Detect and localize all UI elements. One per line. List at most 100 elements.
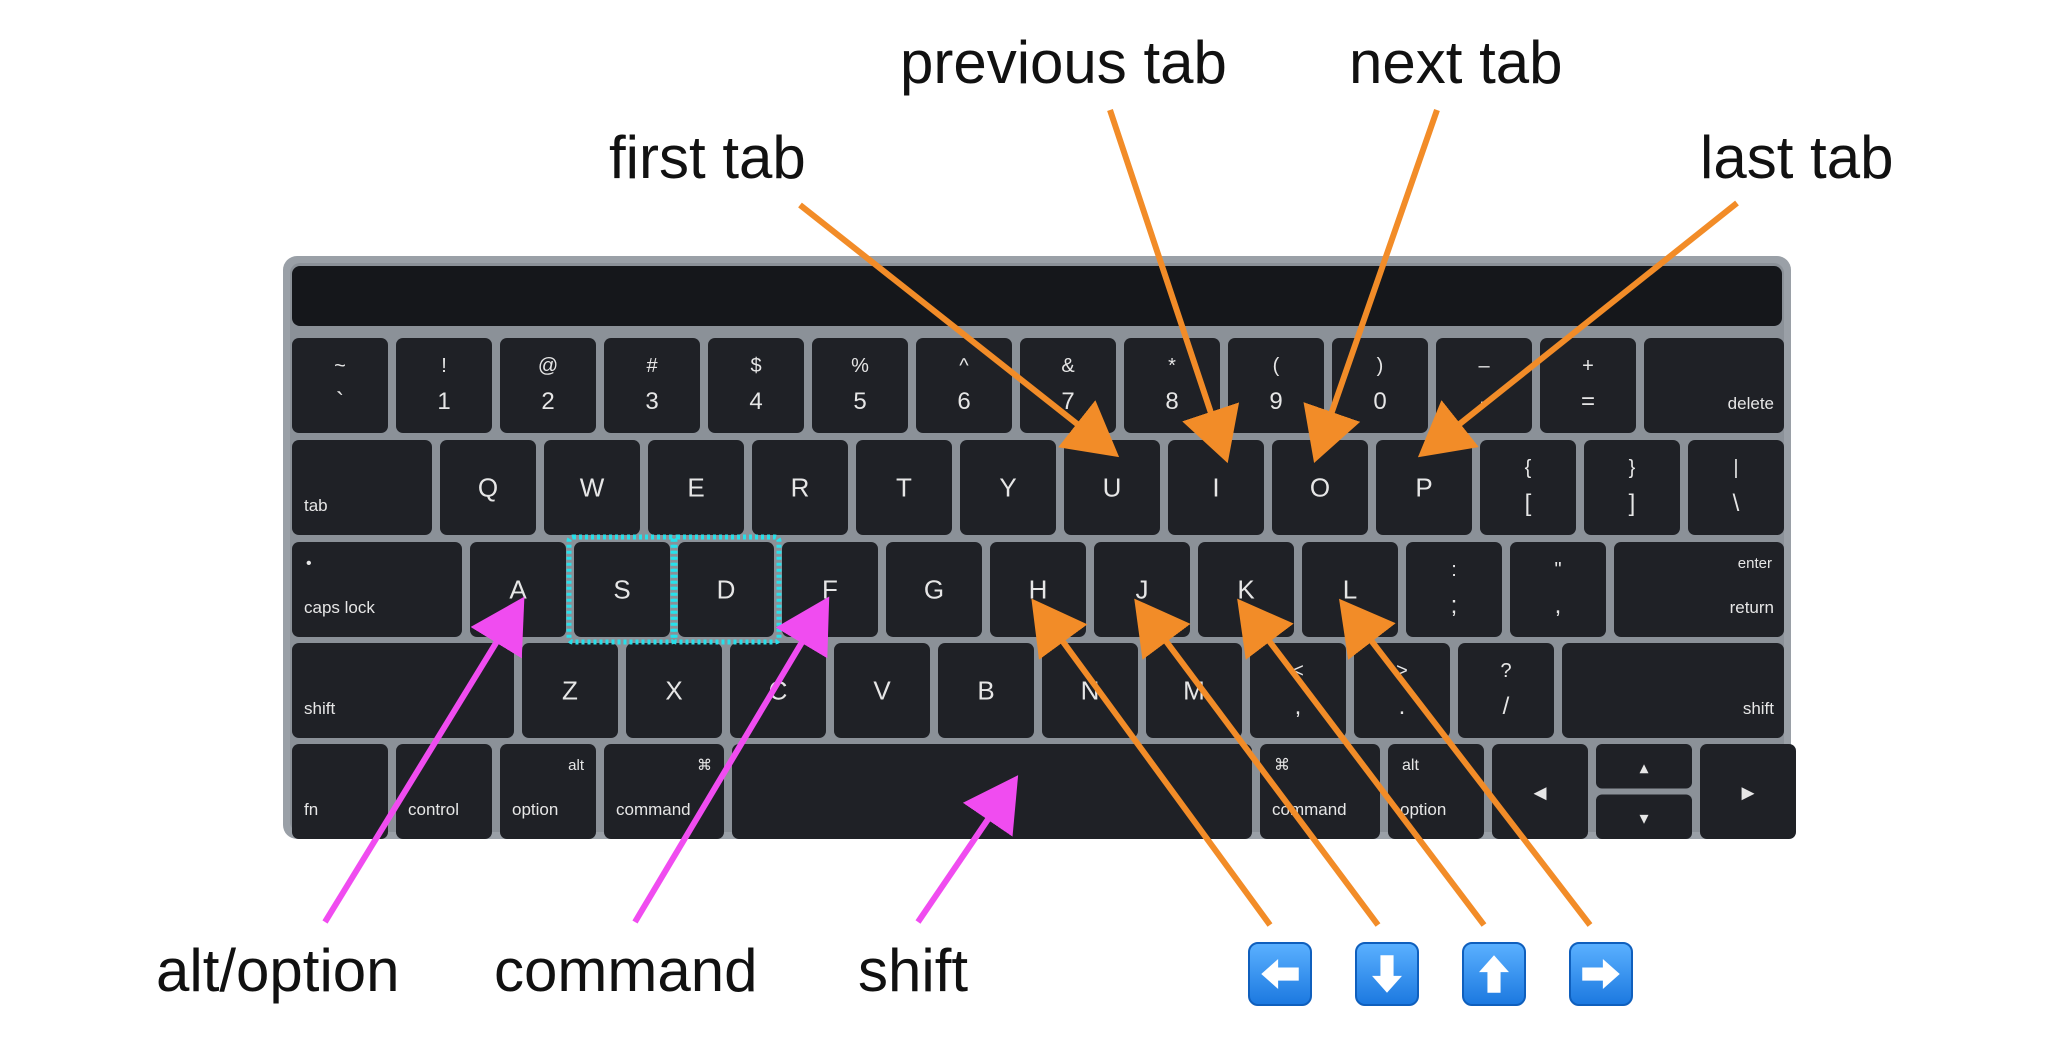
key-cap[interactable]: [292, 744, 388, 839]
key-cap[interactable]: [500, 744, 596, 839]
key-cap[interactable]: [292, 440, 432, 535]
key-s[interactable]: S: [574, 542, 670, 637]
key-cap[interactable]: [812, 338, 908, 433]
key-f[interactable]: F: [782, 542, 878, 637]
key-cap[interactable]: [886, 542, 982, 637]
key-e[interactable]: E: [648, 440, 744, 535]
key-0[interactable]: )0: [1332, 338, 1428, 433]
key-r[interactable]: R: [752, 440, 848, 535]
key-shift[interactable]: shift: [292, 643, 514, 738]
key-6[interactable]: ^6: [916, 338, 1012, 433]
key-o[interactable]: O: [1272, 440, 1368, 535]
key-cap[interactable]: [1614, 542, 1784, 637]
key-delete[interactable]: delete: [1644, 338, 1784, 433]
key-cap[interactable]: [1492, 744, 1588, 839]
key-cap[interactable]: [1480, 440, 1576, 535]
key-9[interactable]: (9: [1228, 338, 1324, 433]
key-cap[interactable]: [1064, 440, 1160, 535]
key-cap[interactable]: [1540, 338, 1636, 433]
key-i[interactable]: I: [1168, 440, 1264, 535]
key-cap[interactable]: [1510, 542, 1606, 637]
key-caps-lock[interactable]: caps lock•: [292, 542, 462, 637]
key-cap[interactable]: [678, 542, 774, 637]
key-cap[interactable]: [1562, 643, 1784, 738]
key-cap[interactable]: [292, 542, 462, 637]
key-command[interactable]: command⌘: [604, 744, 724, 839]
key-sym[interactable]: ~`: [292, 338, 388, 433]
key-4[interactable]: $4: [708, 338, 804, 433]
key-cap[interactable]: [1436, 338, 1532, 433]
key-8[interactable]: *8: [1124, 338, 1220, 433]
key-cap[interactable]: [938, 643, 1034, 738]
key-cap[interactable]: [708, 338, 804, 433]
key-sym[interactable]: }]: [1584, 440, 1680, 535]
key-d[interactable]: D: [678, 542, 774, 637]
key-cap[interactable]: [1700, 744, 1796, 839]
key-cap[interactable]: [1584, 440, 1680, 535]
key-sym[interactable]: ?/: [1458, 643, 1554, 738]
key-control[interactable]: control: [396, 744, 492, 839]
key-sym[interactable]: –-: [1436, 338, 1532, 433]
key-cap[interactable]: [1688, 440, 1784, 535]
key-cap[interactable]: [440, 440, 536, 535]
key-cap[interactable]: [648, 440, 744, 535]
key-cap[interactable]: [1458, 643, 1554, 738]
key-cap[interactable]: [396, 338, 492, 433]
key-c[interactable]: C: [730, 643, 826, 738]
key-cap[interactable]: [1332, 338, 1428, 433]
key-sym[interactable]: :;: [1406, 542, 1502, 637]
key-cap[interactable]: [396, 744, 492, 839]
key-tab[interactable]: tab: [292, 440, 432, 535]
key-cap[interactable]: [1644, 338, 1784, 433]
key-g[interactable]: G: [886, 542, 982, 637]
key-sym[interactable]: +=: [1540, 338, 1636, 433]
key-fn[interactable]: fn: [292, 744, 388, 839]
key-sym[interactable]: ◂: [1492, 744, 1588, 839]
key-cap[interactable]: [544, 440, 640, 535]
key-cap[interactable]: [522, 643, 618, 738]
key-shift[interactable]: shift: [1562, 643, 1784, 738]
key-z[interactable]: Z: [522, 643, 618, 738]
key-k[interactable]: K: [1198, 542, 1294, 637]
key-t[interactable]: T: [856, 440, 952, 535]
key-u[interactable]: U: [1064, 440, 1160, 535]
key-up-half[interactable]: [1596, 744, 1692, 789]
key-sym[interactable]: {[: [1480, 440, 1576, 535]
key-cap[interactable]: [1376, 440, 1472, 535]
key-cap[interactable]: [1260, 744, 1380, 839]
key-v[interactable]: V: [834, 643, 930, 738]
key-sym[interactable]: |\: [1688, 440, 1784, 535]
key-cap[interactable]: [1388, 744, 1484, 839]
key-cap[interactable]: [604, 744, 724, 839]
key-l[interactable]: L: [1302, 542, 1398, 637]
key-cap[interactable]: [574, 542, 670, 637]
key-cap[interactable]: [834, 643, 930, 738]
key-q[interactable]: Q: [440, 440, 536, 535]
key-b[interactable]: B: [938, 643, 1034, 738]
key-x[interactable]: X: [626, 643, 722, 738]
key-2[interactable]: @2: [500, 338, 596, 433]
key-cap[interactable]: [1124, 338, 1220, 433]
key-cap[interactable]: [626, 643, 722, 738]
key-arrows[interactable]: ▴▾: [1596, 744, 1692, 839]
key-1[interactable]: !1: [396, 338, 492, 433]
key-h[interactable]: H: [990, 542, 1086, 637]
key-cap[interactable]: [856, 440, 952, 535]
key-cap[interactable]: [292, 338, 388, 433]
key-j[interactable]: J: [1094, 542, 1190, 637]
key-sym[interactable]: ▸: [1700, 744, 1796, 839]
key-cap[interactable]: [730, 643, 826, 738]
key-5[interactable]: %5: [812, 338, 908, 433]
key-a[interactable]: A: [470, 542, 566, 637]
key-cap[interactable]: [1272, 440, 1368, 535]
key-cap[interactable]: [752, 440, 848, 535]
key-p[interactable]: P: [1376, 440, 1472, 535]
key-w[interactable]: W: [544, 440, 640, 535]
key-cap[interactable]: [500, 338, 596, 433]
key-cap[interactable]: [292, 643, 514, 738]
key-sym[interactable]: ",: [1510, 542, 1606, 637]
key-3[interactable]: #3: [604, 338, 700, 433]
